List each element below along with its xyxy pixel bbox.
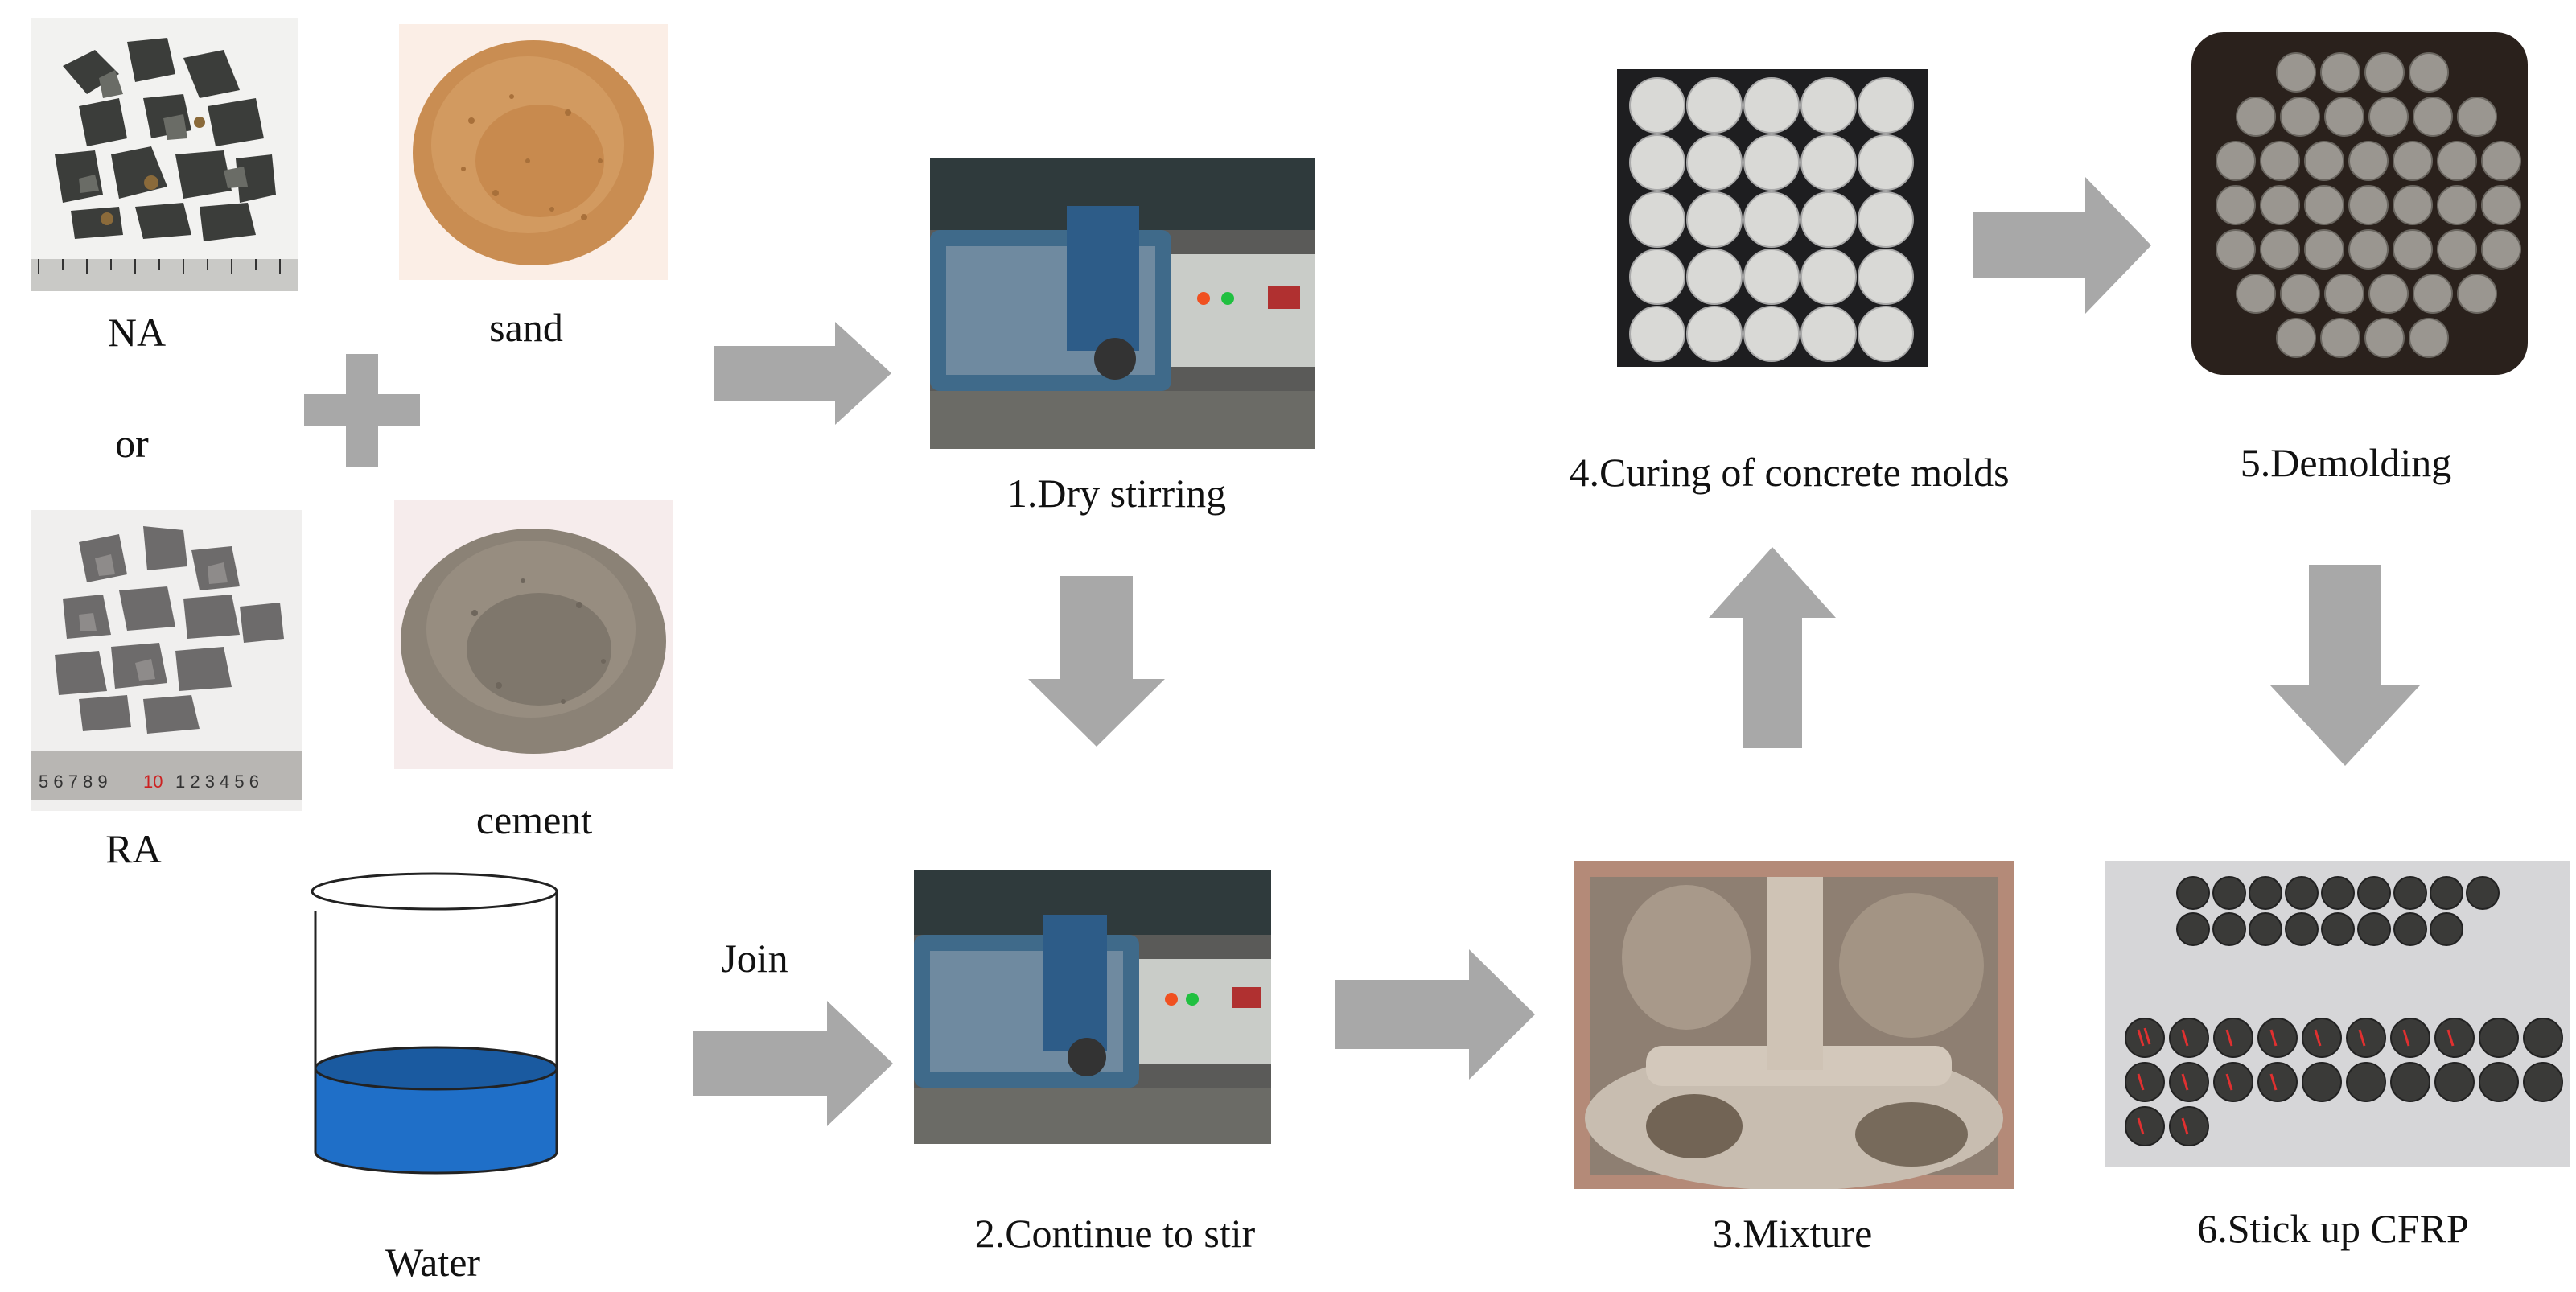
beaker-icon — [265, 869, 563, 1191]
step4-label: 4.Curing of concrete molds — [1569, 450, 2010, 495]
svg-text:5 6 7 8 9: 5 6 7 8 9 — [39, 771, 108, 792]
cfrp-samples-photo — [2105, 861, 2570, 1167]
arrow-right-icon — [1335, 949, 1535, 1080]
arrow-right-icon — [1973, 177, 2151, 314]
step3-label: 3.Mixture — [1712, 1211, 1873, 1256]
water-label: Water — [385, 1240, 481, 1285]
na-label: NA — [107, 310, 167, 355]
arrow-down-icon — [1028, 576, 1165, 747]
sand-photo — [399, 24, 668, 280]
dry-stirring-photo — [930, 158, 1315, 449]
na-aggregate-photo — [31, 18, 298, 291]
plus-icon — [304, 354, 420, 467]
arrow-down-icon — [2270, 565, 2420, 766]
step2-label: 2.Continue to stir — [974, 1211, 1256, 1256]
cement-photo — [394, 500, 673, 769]
or-label: or — [115, 421, 149, 466]
step5-label: 5.Demolding — [2240, 440, 2452, 485]
step6-label: 6.Stick up CFRP — [2197, 1206, 2469, 1251]
join-label: Join — [721, 936, 788, 981]
mixture-photo — [1574, 861, 2014, 1189]
arrow-right-icon — [714, 322, 891, 425]
svg-text:10: 10 — [143, 771, 163, 792]
arrow-right-icon — [693, 1001, 893, 1126]
sand-label: sand — [489, 305, 563, 350]
arrow-up-icon — [1709, 547, 1836, 748]
svg-text:1 2 3 4 5 6: 1 2 3 4 5 6 — [175, 771, 259, 792]
curing-molds-photo — [1617, 69, 1928, 367]
ra-label: RA — [105, 826, 162, 871]
ra-aggregate-photo: 5 6 7 8 9 10 1 2 3 4 5 6 — [31, 510, 302, 811]
continue-stir-photo — [914, 870, 1271, 1144]
step1-label: 1.Dry stirring — [1006, 471, 1227, 516]
cement-label: cement — [475, 797, 593, 842]
demolding-photo — [2191, 32, 2528, 375]
